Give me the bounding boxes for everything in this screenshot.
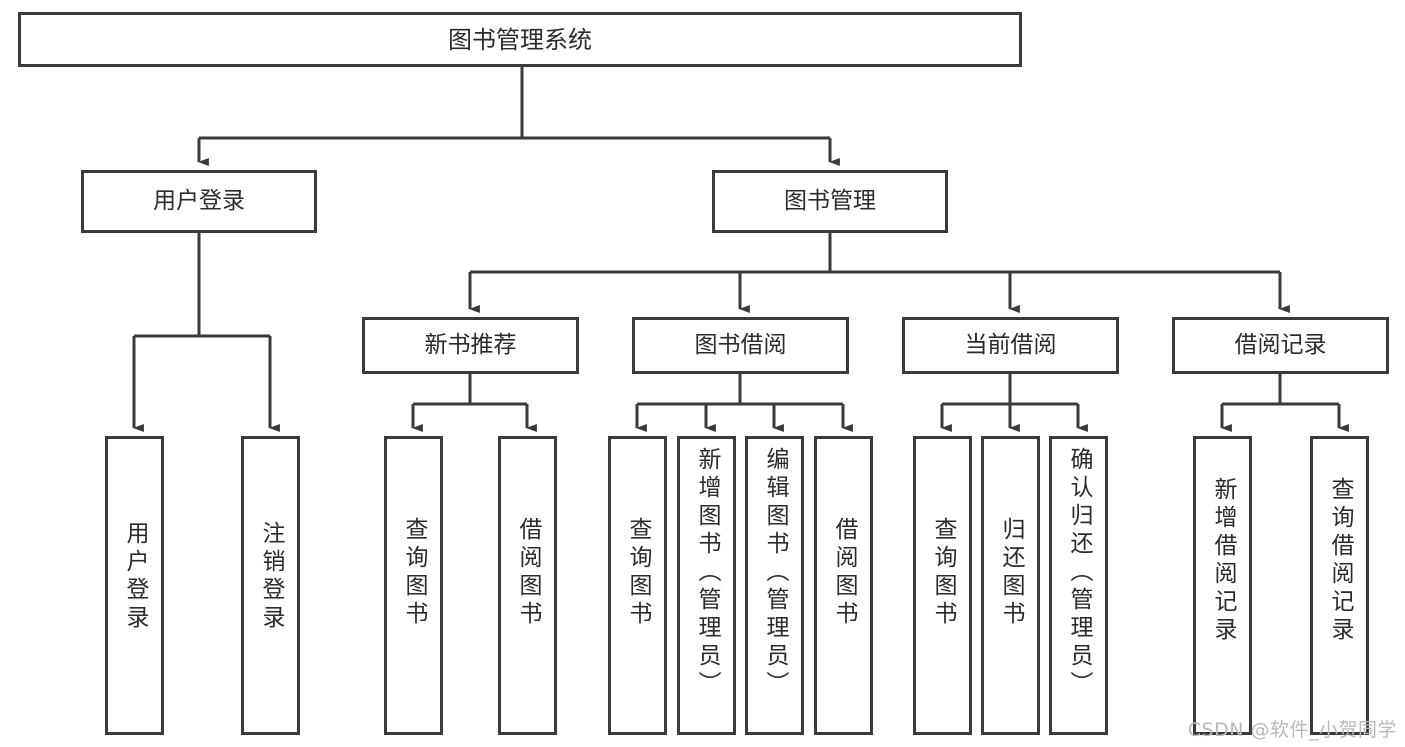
leaf-return-book[interactable]: 归还图书 <box>981 436 1040 735</box>
leaf-user-logout[interactable]: 注销登录 <box>241 436 300 735</box>
node-label: 查询借阅记录 <box>1327 477 1353 645</box>
node-label: 查询图书 <box>401 517 427 629</box>
node-label: 用户登录 <box>122 521 148 633</box>
leaf-borrow-book-2[interactable]: 借阅图书 <box>814 436 873 735</box>
node-label: 编辑图书（管理员） <box>762 447 788 699</box>
node-label: 图书管理 <box>784 188 876 214</box>
leaf-query-book-3[interactable]: 查询图书 <box>913 436 972 735</box>
leaf-confirm-return[interactable]: 确认归还（管理员） <box>1049 436 1108 735</box>
node-label: 图书管理系统 <box>448 25 592 54</box>
leaf-add-book[interactable]: 新增图书（管理员） <box>677 436 736 735</box>
node-label: 新增借阅记录 <box>1210 477 1236 645</box>
node-label: 借阅图书 <box>515 517 541 629</box>
node-label: 确认归还（管理员） <box>1066 447 1092 699</box>
node-new-book-recommend[interactable]: 新书推荐 <box>362 317 579 374</box>
leaf-query-book-2[interactable]: 查询图书 <box>608 436 667 735</box>
leaf-add-record[interactable]: 新增借阅记录 <box>1193 436 1252 735</box>
node-label: 查询图书 <box>625 517 651 629</box>
node-current-borrow[interactable]: 当前借阅 <box>902 317 1119 374</box>
node-label: 借阅记录 <box>1234 332 1327 358</box>
node-label: 当前借阅 <box>964 332 1057 358</box>
leaf-edit-book[interactable]: 编辑图书（管理员） <box>745 436 804 735</box>
leaf-query-record[interactable]: 查询借阅记录 <box>1310 436 1369 735</box>
node-borrow-record[interactable]: 借阅记录 <box>1172 317 1389 374</box>
node-label: 图书借阅 <box>694 332 787 358</box>
node-label: 归还图书 <box>998 517 1024 629</box>
node-label: 借阅图书 <box>831 517 857 629</box>
node-label: 查询图书 <box>930 517 956 629</box>
leaf-user-login[interactable]: 用户登录 <box>105 436 164 735</box>
leaf-borrow-book-1[interactable]: 借阅图书 <box>498 436 557 735</box>
node-book-borrow[interactable]: 图书借阅 <box>632 317 849 374</box>
node-label: 新增图书（管理员） <box>694 447 720 699</box>
node-label: 新书推荐 <box>424 332 517 358</box>
leaf-query-book-1[interactable]: 查询图书 <box>384 436 443 735</box>
node-label: 注销登录 <box>258 521 284 633</box>
watermark-text: CSDN @软件_小贺同学 <box>1187 719 1397 741</box>
node-label: 用户登录 <box>153 188 245 214</box>
node-user-login[interactable]: 用户登录 <box>81 170 317 233</box>
node-root-book-management-system[interactable]: 图书管理系统 <box>18 12 1022 67</box>
node-book-management[interactable]: 图书管理 <box>712 170 948 233</box>
